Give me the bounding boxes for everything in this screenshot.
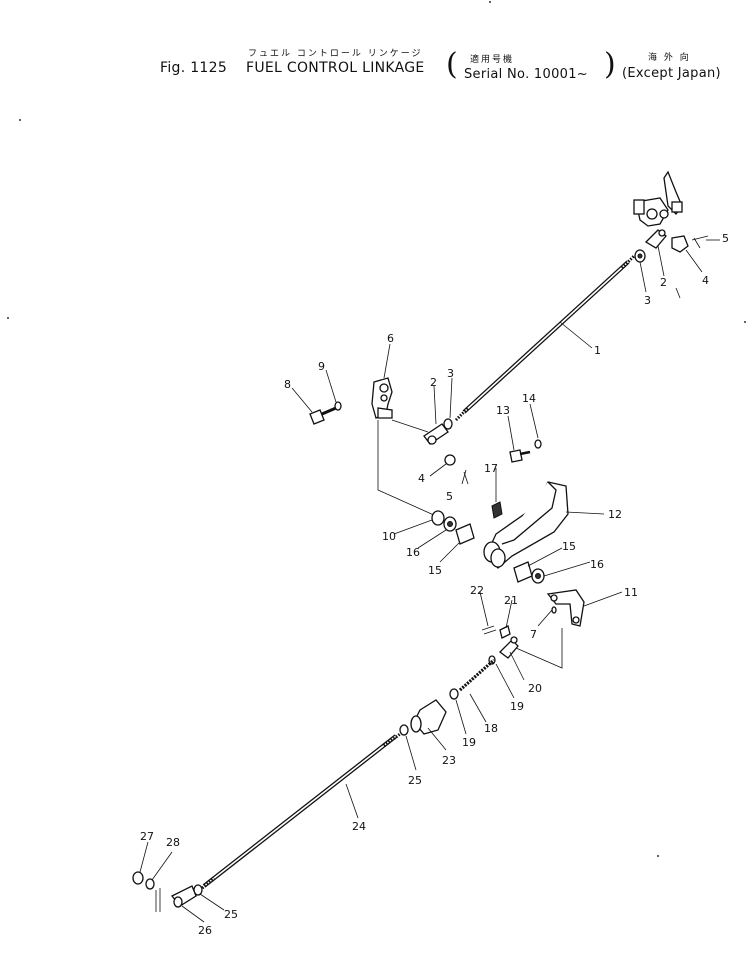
- callout-3: 3: [447, 367, 454, 380]
- callout-3: 3: [644, 294, 651, 307]
- serial-japanese: 適用号機: [470, 55, 515, 65]
- callout-12: 12: [608, 508, 622, 521]
- figure-title: FUEL CONTROL LINKAGE: [246, 60, 425, 76]
- callout-20: 20: [528, 682, 542, 695]
- paren-close: ): [604, 47, 617, 82]
- callout-17: 17: [484, 462, 498, 475]
- market-note: (Except Japan): [622, 66, 721, 81]
- rod-18-assembly: [399, 658, 496, 736]
- callout-18: 18: [484, 722, 498, 735]
- callout-25: 25: [224, 908, 238, 921]
- callout-4: 4: [702, 274, 709, 287]
- callout-2: 2: [430, 376, 437, 389]
- callout-16: 16: [406, 546, 420, 559]
- callout-9: 9: [318, 360, 325, 373]
- callout-19: 19: [462, 736, 476, 749]
- callout-6: 6: [387, 332, 394, 345]
- callout-21: 21: [504, 594, 518, 607]
- scan-specks: [7, 1, 746, 857]
- callout-27: 27: [140, 830, 154, 843]
- callout-25: 25: [408, 774, 422, 787]
- callout-16: 16: [590, 558, 604, 571]
- market-japanese: 海 外 向: [648, 53, 691, 63]
- title-japanese: フュエル コントロール リンケージ: [248, 49, 423, 59]
- rod-1: [454, 254, 636, 422]
- callout-7: 7: [530, 628, 537, 641]
- callout-5: 5: [446, 490, 453, 503]
- callout-5: 5: [722, 232, 729, 245]
- callout-4: 4: [418, 472, 425, 485]
- callout-10: 10: [382, 530, 396, 543]
- callout-1: 1: [594, 344, 601, 357]
- callout-11: 11: [624, 586, 638, 599]
- callout-15: 15: [428, 564, 442, 577]
- callout-26: 26: [198, 924, 212, 937]
- callout-23: 23: [442, 754, 456, 767]
- callout-28: 28: [166, 836, 180, 849]
- callout-22: 22: [470, 584, 484, 597]
- callout-labels: 5 2 4 3 1 6 9 8 2 3 13 14 4 5 17 12 10 1…: [140, 232, 729, 937]
- leader-lines: [139, 239, 720, 923]
- callout-2: 2: [660, 276, 667, 289]
- paren-open: (: [446, 47, 459, 82]
- callout-19: 19: [510, 700, 524, 713]
- serial-range: Serial No. 10001~: [464, 67, 588, 82]
- rod-24: [132, 732, 401, 912]
- callout-14: 14: [522, 392, 536, 405]
- callout-13: 13: [496, 404, 510, 417]
- callout-15: 15: [562, 540, 576, 553]
- bellcrank-6-assembly: [309, 377, 469, 517]
- lever-12-assembly: [431, 439, 605, 584]
- lever-11-assembly: [481, 589, 585, 669]
- callout-8: 8: [284, 378, 291, 391]
- figure-number: Fig. 1125: [160, 60, 228, 76]
- callout-24: 24: [352, 820, 366, 833]
- upper-linkage-assembly: [633, 170, 709, 299]
